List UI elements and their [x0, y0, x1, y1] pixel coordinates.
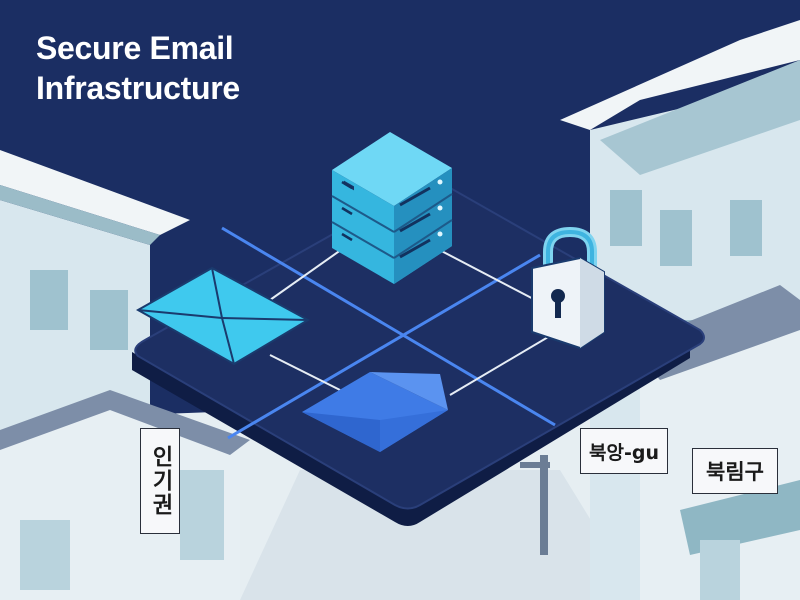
server-stack-icon — [331, 132, 453, 284]
street-sign-right: 북림구 — [692, 448, 778, 494]
envelope-icon — [135, 266, 311, 366]
title-line-1: Secure Email — [36, 30, 234, 66]
padlock-icon — [531, 226, 605, 350]
lamp-post — [520, 455, 550, 555]
page-title: Secure Email Infrastructure — [36, 28, 240, 108]
left-low-building — [0, 390, 250, 600]
street-sign-middle: 북앙-gu — [580, 428, 668, 474]
street-sign-left: 인기권 — [140, 428, 180, 534]
title-line-2: Infrastructure — [36, 70, 240, 106]
open-envelope-icon — [302, 372, 448, 452]
